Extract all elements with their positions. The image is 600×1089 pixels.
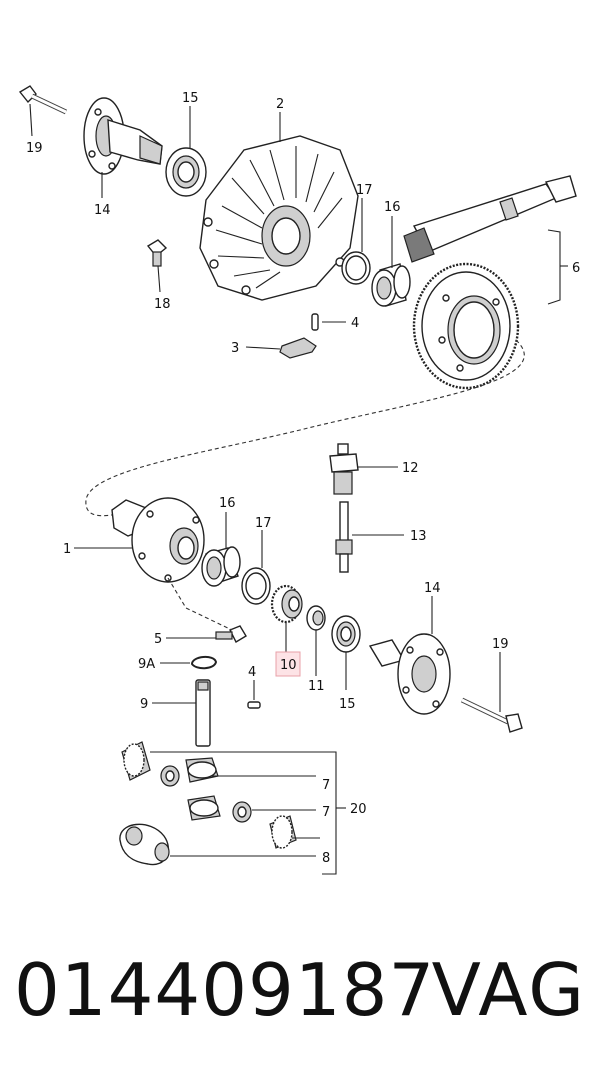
label-15-top: 15 <box>182 91 199 106</box>
label-1: 1 <box>63 542 71 557</box>
label-15-lower: 15 <box>339 697 356 712</box>
pin-4-lower <box>247 701 261 709</box>
label-5: 5 <box>154 632 162 647</box>
label-7-b: 7 <box>322 805 330 820</box>
label-17-top: 17 <box>356 183 373 198</box>
footer: 014409187 VAG <box>0 948 600 1058</box>
label-13: 13 <box>410 529 427 544</box>
final-drive-housing-2 <box>199 135 359 301</box>
label-9: 9 <box>140 697 148 712</box>
bearing-16-lower <box>201 546 241 587</box>
label-14-lower: 14 <box>424 581 441 596</box>
speedo-sender-12 <box>329 443 359 495</box>
label-17-lower: 17 <box>255 516 272 531</box>
pin-4-top <box>311 313 319 331</box>
diff-washer-2 <box>232 801 252 823</box>
seal-15-top <box>165 147 207 197</box>
ring-gear-6 <box>412 262 520 390</box>
washer-11 <box>306 605 326 631</box>
label-6: 6 <box>572 261 580 276</box>
part-number: 014409187 <box>14 948 436 1032</box>
diff-gear-large-2 <box>269 815 297 849</box>
label-8: 8 <box>322 851 330 866</box>
shim-3 <box>279 337 317 359</box>
bolt-19-top <box>18 85 68 115</box>
label-19-lower: 19 <box>492 637 509 652</box>
label-9a: 9A <box>138 657 155 672</box>
thrust-washer-8 <box>119 823 170 866</box>
bolt-19-lower <box>460 697 523 733</box>
drive-gear-10 <box>270 584 303 624</box>
circlip-9a <box>190 656 218 670</box>
label-4-top: 4 <box>351 316 359 331</box>
label-11: 11 <box>308 679 325 694</box>
brand-name: VAG <box>431 948 586 1032</box>
label-18: 18 <box>154 297 171 312</box>
seal-15-lower <box>331 615 361 653</box>
label-2: 2 <box>276 97 284 112</box>
label-14-top: 14 <box>94 203 111 218</box>
bolt-5 <box>215 625 247 643</box>
label-16-lower: 16 <box>219 496 236 511</box>
diff-gear-small-2 <box>187 795 221 821</box>
diff-gear-small-1 <box>185 757 219 783</box>
label-10: 10 <box>280 658 297 673</box>
bolt-18 <box>146 239 168 267</box>
label-19-top: 19 <box>26 141 43 156</box>
label-7-a: 7 <box>322 778 330 793</box>
pinion-shaft-6 <box>403 175 577 263</box>
diff-washer-1 <box>160 765 180 787</box>
label-20: 20 <box>350 802 367 817</box>
label-12: 12 <box>402 461 419 476</box>
drive-flange-14-top <box>83 97 163 175</box>
bearing-16-top <box>371 263 411 307</box>
speedo-drive-13 <box>335 501 353 573</box>
label-3: 3 <box>231 341 239 356</box>
highlight-box-10 <box>275 651 301 677</box>
diff-gear-large-1 <box>121 741 151 781</box>
drive-flange-14-lower <box>368 633 451 715</box>
diff-carrier-1 <box>111 497 205 583</box>
label-4-lower: 4 <box>248 665 256 680</box>
pinion-shaft-9 <box>195 679 211 747</box>
label-16-top: 16 <box>384 200 401 215</box>
